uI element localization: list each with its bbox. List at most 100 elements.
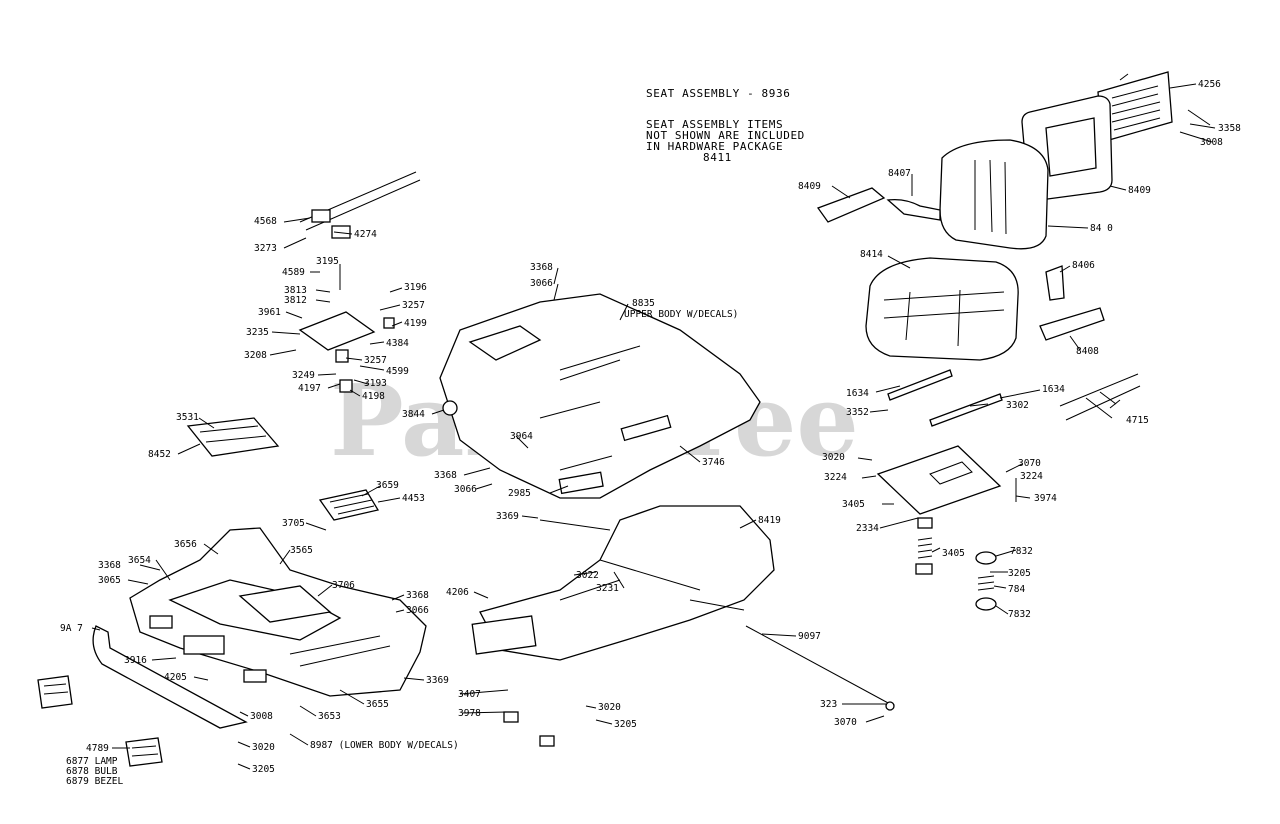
callout-3235: 3235 — [246, 327, 269, 338]
callout-6878: 6878 BULB — [66, 766, 118, 777]
note-line-4: 8411 — [703, 151, 732, 164]
callout-8419: 8419 — [758, 515, 781, 526]
lamps-4789 — [37, 675, 163, 767]
callout-2985: 2985 — [508, 488, 531, 499]
note-line-1: SEAT ASSEMBLY ITEMS — [646, 118, 783, 131]
callout-3257-bottom: 3257 — [364, 355, 387, 366]
seat-cushion-8414 — [865, 257, 1019, 361]
callout-4789: 4789 — [86, 743, 109, 754]
callout-3352: 3352 — [846, 407, 869, 418]
note-line-2: NOT SHOWN ARE INCLUDED — [646, 129, 805, 142]
callout-3208: 3208 — [244, 350, 267, 361]
callout-4199: 4199 — [404, 318, 427, 329]
fender-bracket-4568 — [299, 171, 421, 239]
callout-3653: 3653 — [318, 711, 341, 722]
callout-3405-bottom: 3405 — [942, 548, 965, 559]
callout-4715: 4715 — [1126, 415, 1149, 426]
callout-3813: 3813 — [284, 285, 307, 296]
callout-3065: 3065 — [98, 575, 121, 586]
seat-rails — [887, 369, 1003, 427]
callout-3978: 3978 — [458, 708, 481, 719]
lower-body-8987 — [129, 527, 427, 697]
callout-3195: 3195 — [316, 256, 339, 267]
callout-3205-lower: 3205 — [252, 764, 275, 775]
callout-8406: 8406 — [1072, 260, 1095, 271]
callout-3008-lower: 3008 — [250, 711, 273, 722]
callout-3407: 3407 — [458, 689, 481, 700]
callout-8409-frame: 8409 — [1128, 185, 1151, 196]
callout-3224-left: 3224 — [824, 472, 847, 483]
callout-3974: 3974 — [1034, 493, 1057, 504]
callout-3020-lower: 3020 — [252, 742, 275, 753]
callout-4568: 4568 — [254, 216, 277, 227]
callout-3302: 3302 — [1006, 400, 1029, 411]
seat-base-plate — [876, 445, 1017, 515]
callout-9097: 9097 — [798, 631, 821, 642]
callout-9487: 9A 7 — [60, 623, 83, 634]
callout-3224-right: 3224 — [1020, 471, 1043, 482]
footrest-3531 — [186, 417, 280, 457]
leader-lines — [91, 83, 1216, 770]
pedal-pad-3659 — [318, 489, 380, 521]
callout-7832-bottom: 7832 — [1008, 609, 1031, 620]
callout-3066-side: 3066 — [454, 484, 477, 495]
callout-3358: 3358 — [1218, 123, 1241, 134]
callout-6879: 6879 BEZEL — [66, 776, 123, 787]
callout-3812: 3812 — [284, 295, 307, 306]
callout-4274: 4274 — [354, 229, 377, 240]
seat-assembly-title: SEAT ASSEMBLY - 8936 — [646, 87, 790, 100]
callout-3961: 3961 — [258, 307, 281, 318]
callout-3368-lower-right: 3368 — [406, 590, 429, 601]
callout-8452: 8452 — [148, 449, 171, 460]
callout-3020-frame: 3020 — [598, 702, 621, 713]
callout-8410: 84 0 — [1090, 223, 1113, 234]
callout-8414: 8414 — [860, 249, 883, 260]
seat-springs — [915, 517, 997, 611]
callout-8987: 8987 (LOWER BODY W/DECALS) — [310, 740, 459, 751]
callout-3196: 3196 — [404, 282, 427, 293]
callout-3070-frame: 3070 — [834, 717, 857, 728]
callout-7832-top: 7832 — [1010, 546, 1033, 557]
seat-back-plate-4256 — [1097, 71, 1211, 143]
callout-3706: 3706 — [332, 580, 355, 591]
callout-1634-right: 1634 — [1042, 384, 1065, 395]
callout-3273: 3273 — [254, 243, 277, 254]
callout-3916: 3916 — [124, 655, 147, 666]
callout-3070-seat: 3070 — [1018, 458, 1041, 469]
callout-3369-lower: 3369 — [426, 675, 449, 686]
callout-3368-upper: 3368 — [530, 262, 553, 273]
callout-4589: 4589 — [282, 267, 305, 278]
callout-3659: 3659 — [376, 480, 399, 491]
note-line-3: IN HARDWARE PACKAGE — [646, 140, 783, 153]
callout-3369-frame: 3369 — [496, 511, 519, 522]
callout-3368-side: 3368 — [434, 470, 457, 481]
callout-4384: 4384 — [386, 338, 409, 349]
callout-4256: 4256 — [1198, 79, 1221, 90]
callout-3964: 3964 — [510, 431, 533, 442]
callout-3656: 3656 — [174, 539, 197, 550]
callout-1634-left: 1634 — [846, 388, 869, 399]
callout-4599: 4599 — [386, 366, 409, 377]
callout-3231: 3231 — [596, 583, 619, 594]
mount-plate-3961 — [298, 311, 395, 393]
callout-6877: 6877 LAMP — [66, 756, 118, 767]
callout-3368-lower-left: 3368 — [98, 560, 121, 571]
frame-8419 — [471, 505, 895, 747]
callout-3008-seat: 3008 — [1200, 137, 1223, 148]
callout-8835: 8835 — [632, 298, 655, 309]
seat-back-cushion — [939, 139, 1049, 250]
bumper-9487 — [92, 625, 248, 729]
callout-3654: 3654 — [128, 555, 151, 566]
callout-3205-frame: 3205 — [614, 719, 637, 730]
callout-2334: 2334 — [856, 523, 879, 534]
seat-slide-4715 — [1059, 373, 1141, 421]
callout-8835-desc: UPPER BODY W/DECALS) — [624, 309, 738, 320]
callout-8409-armrest: 8409 — [798, 181, 821, 192]
callout-3066-upper: 3066 — [530, 278, 553, 289]
callout-4198: 4198 — [362, 391, 385, 402]
callout-4206: 4206 — [446, 587, 469, 598]
callout-3531: 3531 — [176, 412, 199, 423]
callout-3746: 3746 — [702, 457, 725, 468]
callout-3257-top: 3257 — [402, 300, 425, 311]
